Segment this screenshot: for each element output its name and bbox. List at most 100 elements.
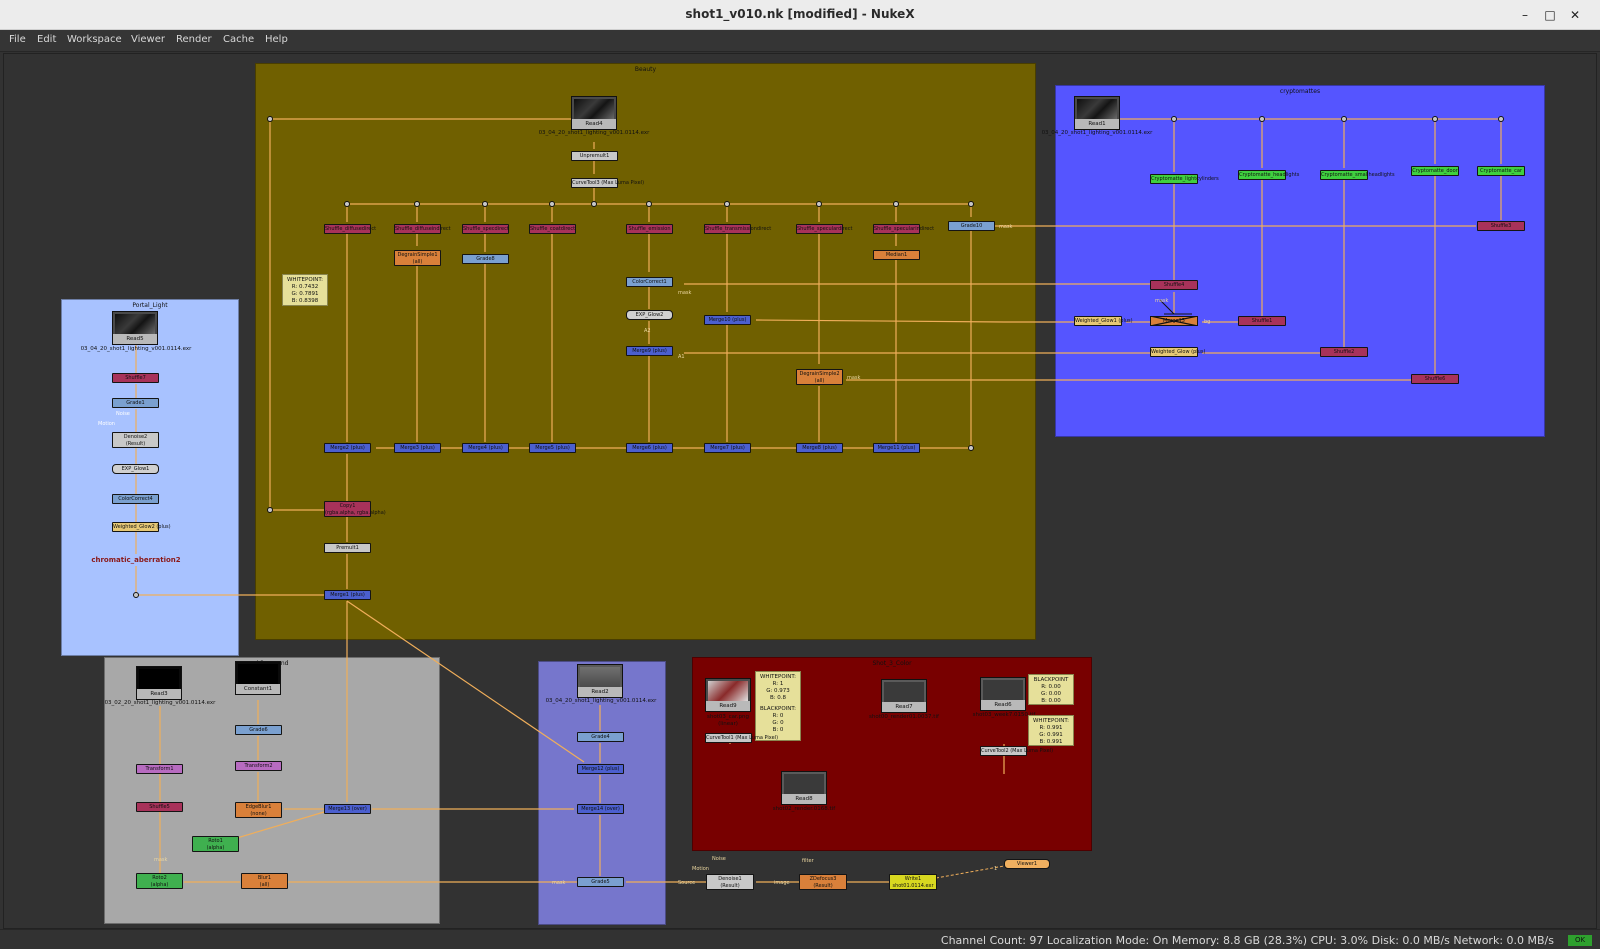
- curvetool3-node[interactable]: CurveTool3 (Max Luma Pixel): [571, 178, 645, 188]
- shuffle5-node[interactable]: Shuffle5: [136, 802, 183, 812]
- dot-node[interactable]: [591, 201, 597, 207]
- dot-node[interactable]: [646, 201, 652, 207]
- transform2-node[interactable]: Transform2: [235, 761, 282, 771]
- merge6-node[interactable]: Merge6 (plus): [626, 443, 673, 453]
- chromatic-aberration2-node[interactable]: chromatic_aberration2: [91, 556, 181, 564]
- grade4-node[interactable]: Grade4: [577, 732, 624, 742]
- merge9-node[interactable]: Merge9 (plus): [626, 346, 673, 356]
- dot-node[interactable]: [1498, 116, 1504, 122]
- read7-node[interactable]: Read7: [881, 679, 927, 713]
- transform1-node[interactable]: Transform1: [136, 764, 183, 774]
- read9-node[interactable]: Read9: [705, 678, 751, 712]
- read3-node[interactable]: Read3: [136, 666, 182, 700]
- unpremult1-node[interactable]: Unpremult1: [571, 151, 618, 161]
- dot-node[interactable]: [267, 116, 273, 122]
- shuffle-diffusedirect-node[interactable]: Shuffle_diffusedirect: [324, 224, 377, 234]
- read6-node[interactable]: Read6: [980, 677, 1026, 711]
- shuffle4-node[interactable]: Shuffle4: [1150, 280, 1198, 290]
- median1-node[interactable]: Median1: [873, 250, 920, 260]
- dot-node[interactable]: [482, 201, 488, 207]
- grade10-node[interactable]: Grade10: [948, 221, 995, 231]
- constant1-node[interactable]: Constant1: [235, 661, 281, 695]
- dot-node[interactable]: [968, 445, 974, 451]
- merge2-node[interactable]: Merge2 (plus): [324, 443, 371, 453]
- read4-node[interactable]: Read4: [571, 96, 617, 130]
- grade1-node[interactable]: Grade1: [112, 398, 159, 408]
- colorcorrect1-node[interactable]: ColorCorrect1: [626, 277, 673, 287]
- shuffle-coatdirect-node[interactable]: Shuffle_coatdirect: [529, 224, 576, 234]
- merge12-node[interactable]: Merge12 (plus): [577, 764, 624, 774]
- dot-node[interactable]: [549, 201, 555, 207]
- dot-node[interactable]: [816, 201, 822, 207]
- roto1-node[interactable]: Roto1(alpha): [192, 836, 239, 852]
- grade8-node[interactable]: Grade8: [462, 254, 509, 264]
- menu-file[interactable]: File: [9, 34, 26, 45]
- degrainsimple1-node[interactable]: DegrainSimple1(all): [394, 250, 441, 266]
- backdrop-portal-light[interactable]: Portal_Light: [61, 299, 239, 656]
- dot-node[interactable]: [267, 507, 273, 513]
- merge8-node[interactable]: Merge8 (plus): [796, 443, 843, 453]
- disabled-merge-node[interactable]: Merge15: [1150, 316, 1198, 326]
- backdrop-cryptomattes[interactable]: cryptomattes: [1055, 85, 1545, 437]
- weighted-glow-node[interactable]: Weighted_Glow (plus): [1150, 347, 1206, 357]
- shuffle7-node[interactable]: Shuffle7: [112, 373, 159, 383]
- weighted-glow1-node[interactable]: Weighted_Glow1 (plus): [1074, 316, 1133, 326]
- dot-node[interactable]: [133, 592, 139, 598]
- shuffle-transmissiondirect-node[interactable]: Shuffle_transmissiondirect: [704, 224, 772, 234]
- shuffle6-node[interactable]: Shuffle6: [1411, 374, 1459, 384]
- degrainsimple2-node[interactable]: DegrainSimple2(all): [796, 369, 843, 385]
- shuffle-speculardirect-node[interactable]: Shuffle_speculardirect: [796, 224, 853, 234]
- menu-render[interactable]: Render: [176, 34, 212, 45]
- read2-node[interactable]: Read2: [577, 664, 623, 698]
- shuffle-emission-node[interactable]: Shuffle_emission: [626, 224, 673, 234]
- merge1-node[interactable]: Merge1 (plus): [324, 590, 371, 600]
- shuffle-diffuseindirect-node[interactable]: Shuffle_diffuseindirect: [394, 224, 451, 234]
- close-icon[interactable]: ✕: [1569, 8, 1581, 22]
- dot-node[interactable]: [1341, 116, 1347, 122]
- cryptomatte-lightcylinders-node[interactable]: Cryptomatte_lightcylinders: [1150, 174, 1219, 184]
- zdefocus3-node[interactable]: ZDefocus3(Result): [799, 874, 847, 890]
- shuffle-specularindirect-node[interactable]: Shuffle_specularindirect: [873, 224, 935, 234]
- merge5-node[interactable]: Merge5 (plus): [529, 443, 576, 453]
- read5-node[interactable]: Read5: [112, 311, 158, 345]
- cryptomatte-headlights-node[interactable]: Cryptomatte_headlights: [1238, 170, 1300, 180]
- merge13-node[interactable]: Merge13 (over): [324, 804, 371, 814]
- merge4-node[interactable]: Merge4 (plus): [462, 443, 509, 453]
- dot-node[interactable]: [344, 201, 350, 207]
- merge11-node[interactable]: Merge11 (plus): [873, 443, 920, 453]
- denoise1-node[interactable]: Denoise1(Result): [706, 874, 754, 890]
- merge7-node[interactable]: Merge7 (plus): [704, 443, 751, 453]
- menu-cache[interactable]: Cache: [223, 34, 255, 45]
- curvetool1-node[interactable]: CurveTool1 (Max Luma Pixel): [705, 733, 779, 743]
- dot-node[interactable]: [968, 201, 974, 207]
- dot-node[interactable]: [1171, 116, 1177, 122]
- curvetool2-node[interactable]: CurveTool2 (Max Luma Pixel): [980, 746, 1054, 756]
- merge14-node[interactable]: Merge14 (over): [577, 804, 624, 814]
- blur1-node[interactable]: Blur1(all): [241, 873, 288, 889]
- shuffle2-node[interactable]: Shuffle2: [1320, 347, 1368, 357]
- cryptomatte-door-node[interactable]: Cryptomatte_door: [1411, 166, 1459, 176]
- dot-node[interactable]: [724, 201, 730, 207]
- shuffle3-node[interactable]: Shuffle3: [1477, 221, 1525, 231]
- merge3-node[interactable]: Merge3 (plus): [394, 443, 441, 453]
- dot-node[interactable]: [1432, 116, 1438, 122]
- premult1-node[interactable]: Premult1: [324, 543, 371, 553]
- node-graph[interactable]: Beauty cryptomattes Portal_Light AO_grou…: [3, 53, 1597, 929]
- read8-node[interactable]: Read8: [781, 771, 827, 805]
- weighted-glow2-node[interactable]: Weighted_Glow2 (plus): [112, 522, 171, 532]
- merge10-node[interactable]: Merge10 (plus): [704, 315, 751, 325]
- menu-help[interactable]: Help: [265, 34, 288, 45]
- read1-node[interactable]: Read1: [1074, 96, 1120, 130]
- grade5-node[interactable]: Grade5: [577, 877, 624, 887]
- viewer1-node[interactable]: Viewer1: [1004, 859, 1050, 869]
- grade6-node[interactable]: Grade6: [235, 725, 282, 735]
- edgeblur1-node[interactable]: EdgeBlur1(none): [235, 802, 282, 818]
- dot-node[interactable]: [1259, 116, 1265, 122]
- copy1-node[interactable]: Copy1(rgba.alpha, rgba.alpha): [324, 501, 386, 517]
- menu-viewer[interactable]: Viewer: [131, 34, 165, 45]
- roto2-node[interactable]: Roto2(alpha): [136, 873, 183, 889]
- shuffle-specdirect-node[interactable]: Shuffle_specdirect: [462, 224, 509, 234]
- colorcorrect4-node[interactable]: ColorCorrect4: [112, 494, 159, 504]
- cryptomatte-smallheadlights-node[interactable]: Cryptomatte_smallheadlights: [1320, 170, 1395, 180]
